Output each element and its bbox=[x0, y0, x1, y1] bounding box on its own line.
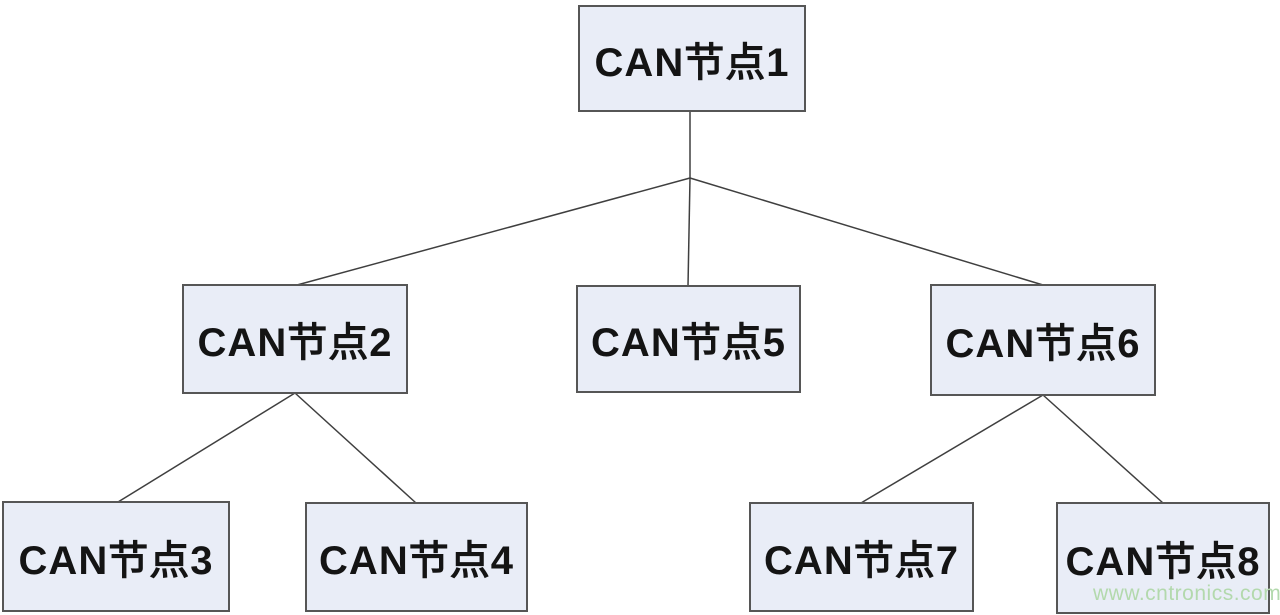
node-box-can5: CAN节点5 bbox=[576, 285, 801, 393]
node-box-can2: CAN节点2 bbox=[182, 284, 408, 394]
connector-junction-node6 bbox=[689, 177, 1044, 286]
node-box-can7: CAN节点7 bbox=[749, 502, 974, 612]
connector-junction-node5 bbox=[687, 177, 691, 287]
node-label-can8: CAN节点8 bbox=[1065, 540, 1261, 584]
node-box-can4: CAN节点4 bbox=[305, 502, 528, 612]
node-box-can8: CAN节点8 bbox=[1056, 502, 1270, 614]
connector-node6-node7 bbox=[860, 394, 1044, 504]
connector-node6-node8 bbox=[1042, 394, 1164, 504]
node-label-can1: CAN节点1 bbox=[594, 40, 790, 85]
node-label-can5: CAN节点5 bbox=[591, 321, 786, 365]
connector-node2-node3 bbox=[117, 392, 296, 503]
connector-node2-node4 bbox=[294, 392, 417, 504]
node-label-can3: CAN节点3 bbox=[18, 538, 214, 583]
node-label-can4: CAN节点4 bbox=[319, 539, 514, 583]
node-label-can2: CAN节点2 bbox=[197, 321, 393, 365]
watermark-text: www.cntronics.com bbox=[1093, 582, 1280, 605]
node-label-can7: CAN节点7 bbox=[764, 539, 959, 583]
node-label-can6: CAN节点6 bbox=[945, 322, 1141, 366]
node-box-can6: CAN节点6 bbox=[930, 284, 1156, 396]
node-box-can1: CAN节点1 bbox=[578, 5, 806, 112]
node-box-can3: CAN节点3 bbox=[2, 501, 230, 612]
connector-junction-node2 bbox=[296, 177, 691, 286]
